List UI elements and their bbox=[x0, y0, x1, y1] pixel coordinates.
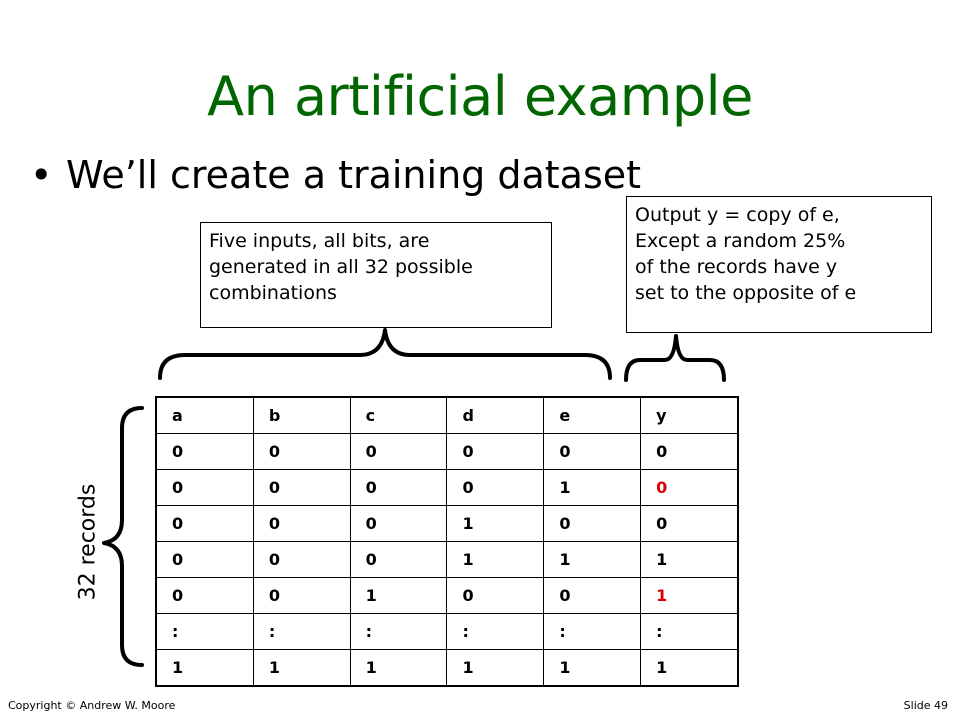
table-row: 0 0 0 0 1 0 bbox=[155, 469, 739, 506]
inputs-callout-line: Five inputs, all bits, are bbox=[209, 230, 430, 252]
column-header-a: a bbox=[155, 396, 254, 434]
table-cell: 0 bbox=[349, 541, 448, 578]
table-cell: : bbox=[349, 613, 448, 650]
table-cell: 0 bbox=[349, 469, 448, 506]
table-cell: 1 bbox=[640, 649, 739, 687]
output-callout: Output y = copy of e, Except a random 25… bbox=[626, 196, 932, 333]
table-cell: 0 bbox=[349, 505, 448, 542]
table-cell: 1 bbox=[349, 649, 448, 687]
column-header-c: c bbox=[349, 396, 448, 434]
inputs-callout-line: combinations bbox=[209, 282, 337, 304]
table-cell: 0 bbox=[446, 433, 545, 470]
bullet-text: We’ll create a training dataset bbox=[66, 153, 642, 197]
table-row: 0 0 0 1 0 0 bbox=[155, 505, 739, 542]
table-cell: 1 bbox=[543, 649, 642, 687]
bullet-item: • We’ll create a training dataset bbox=[30, 150, 641, 200]
table-cell: 1 bbox=[446, 541, 545, 578]
table-header-row: a b c d e y bbox=[155, 396, 739, 434]
table-cell: 0 bbox=[543, 505, 642, 542]
table-cell: 0 bbox=[252, 469, 351, 506]
inputs-callout: Five inputs, all bits, are generated in … bbox=[200, 222, 552, 328]
table-cell: 0 bbox=[446, 469, 545, 506]
output-callout-line: set to the opposite of e bbox=[635, 282, 857, 304]
dataset-table: a b c d e y 0 0 0 0 0 0 0 0 0 0 1 0 0 0 … bbox=[155, 396, 739, 687]
table-cell: 1 bbox=[446, 649, 545, 687]
table-cell: 0 bbox=[349, 433, 448, 470]
table-cell-flipped: 0 bbox=[640, 469, 739, 506]
output-callout-line: of the records have y bbox=[635, 256, 838, 278]
table-cell: 0 bbox=[155, 577, 254, 614]
table-cell: : bbox=[252, 613, 351, 650]
column-header-b: b bbox=[252, 396, 351, 434]
table-cell: 0 bbox=[155, 541, 254, 578]
table-cell: 0 bbox=[252, 541, 351, 578]
footer-slide-number: Slide 49 bbox=[903, 699, 948, 712]
records-brace bbox=[102, 406, 144, 667]
table-cell-flipped: 1 bbox=[640, 577, 739, 614]
table-cell: 0 bbox=[543, 577, 642, 614]
output-callout-line: Except a random 25% bbox=[635, 230, 846, 252]
records-count-label: 32 records bbox=[75, 483, 101, 601]
table-cell: 0 bbox=[640, 505, 739, 542]
table-cell: : bbox=[543, 613, 642, 650]
table-row: 0 0 1 0 0 1 bbox=[155, 577, 739, 614]
table-cell: 0 bbox=[252, 577, 351, 614]
table-cell: 1 bbox=[446, 505, 545, 542]
table-cell: 0 bbox=[640, 433, 739, 470]
column-header-d: d bbox=[446, 396, 545, 434]
table-cell: : bbox=[155, 613, 254, 650]
bullet-marker: • bbox=[30, 153, 53, 197]
table-cell: 0 bbox=[252, 433, 351, 470]
table-cell: 1 bbox=[252, 649, 351, 687]
table-cell: 1 bbox=[543, 541, 642, 578]
table-cell: 1 bbox=[640, 541, 739, 578]
column-header-e: e bbox=[543, 396, 642, 434]
table-cell: : bbox=[640, 613, 739, 650]
table-cell: 0 bbox=[252, 505, 351, 542]
column-header-y: y bbox=[640, 396, 739, 434]
table-cell: 0 bbox=[446, 577, 545, 614]
table-row: 0 0 0 1 1 1 bbox=[155, 541, 739, 578]
output-brace bbox=[624, 334, 726, 382]
table-cell: 0 bbox=[543, 433, 642, 470]
table-cell: 0 bbox=[155, 433, 254, 470]
table-row: 0 0 0 0 0 0 bbox=[155, 433, 739, 470]
table-row: 1 1 1 1 1 1 bbox=[155, 649, 739, 687]
inputs-brace bbox=[158, 328, 612, 380]
table-cell: 0 bbox=[155, 469, 254, 506]
table-cell: : bbox=[446, 613, 545, 650]
inputs-callout-line: generated in all 32 possible bbox=[209, 256, 473, 278]
slide-title: An artificial example bbox=[207, 65, 753, 128]
table-cell: 1 bbox=[349, 577, 448, 614]
table-row-ellipsis: : : : : : : bbox=[155, 613, 739, 650]
footer-copyright: Copyright © Andrew W. Moore bbox=[8, 699, 176, 712]
table-cell: 1 bbox=[155, 649, 254, 687]
output-callout-line: Output y = copy of e, bbox=[635, 204, 840, 226]
table-cell: 1 bbox=[543, 469, 642, 506]
table-cell: 0 bbox=[155, 505, 254, 542]
